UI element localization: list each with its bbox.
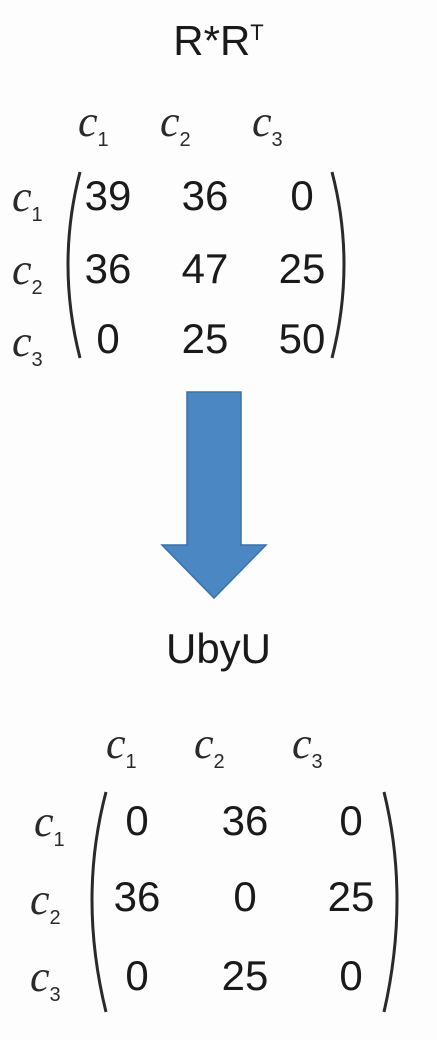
top-cell-1-1: 39 — [84, 172, 132, 219]
top-cell-3-2: 25 — [181, 315, 229, 362]
bottom-row-label-2: c2 — [30, 875, 61, 929]
bottom-row-label-3: c3 — [30, 952, 61, 1006]
top-row-label-1: c1 — [12, 172, 43, 226]
top-col-label-1: c1 — [78, 97, 109, 151]
bottom-left-paren — [90, 791, 108, 1013]
bottom-cell-3-1: 0 — [125, 952, 149, 999]
bottom-cell-2-2: 0 — [233, 873, 257, 920]
top-cell-2-3: 25 — [278, 245, 326, 292]
bottom-matrix-title: UbyU — [165, 625, 272, 672]
bottom-cell-2-1: 36 — [113, 873, 161, 920]
top-col-label-2: c2 — [160, 97, 191, 151]
bottom-cell-3-3: 0 — [339, 952, 363, 999]
bottom-cell-1-3: 0 — [339, 797, 363, 844]
top-cell-2-2: 47 — [181, 245, 229, 292]
top-row-label-3: c3 — [12, 317, 43, 371]
top-cell-1-3: 0 — [290, 172, 314, 219]
top-row-label-2: c2 — [12, 245, 43, 299]
bottom-col-label-2: c2 — [194, 719, 225, 773]
bottom-right-paren — [382, 791, 399, 1013]
top-right-paren — [330, 171, 346, 359]
top-col-label-3: c3 — [252, 97, 283, 151]
top-cell-3-3: 50 — [278, 315, 326, 362]
bottom-cell-1-2: 36 — [221, 797, 269, 844]
bottom-cell-2-3: 25 — [327, 873, 375, 920]
top-title-base: R*R — [173, 17, 251, 64]
bottom-col-label-1: c1 — [106, 719, 137, 773]
top-left-paren — [66, 171, 82, 359]
top-cell-1-2: 36 — [181, 172, 229, 219]
top-title-superscript: T — [250, 20, 264, 45]
top-cell-2-1: 36 — [84, 245, 132, 292]
top-matrix-title: R*RT — [0, 20, 437, 62]
top-cell-3-1: 0 — [96, 315, 120, 362]
bottom-cell-1-1: 0 — [125, 797, 149, 844]
bottom-cell-3-2: 25 — [221, 952, 269, 999]
bottom-col-label-3: c3 — [292, 719, 323, 773]
arrow-shape — [160, 391, 268, 600]
bottom-row-label-1: c1 — [34, 797, 65, 851]
